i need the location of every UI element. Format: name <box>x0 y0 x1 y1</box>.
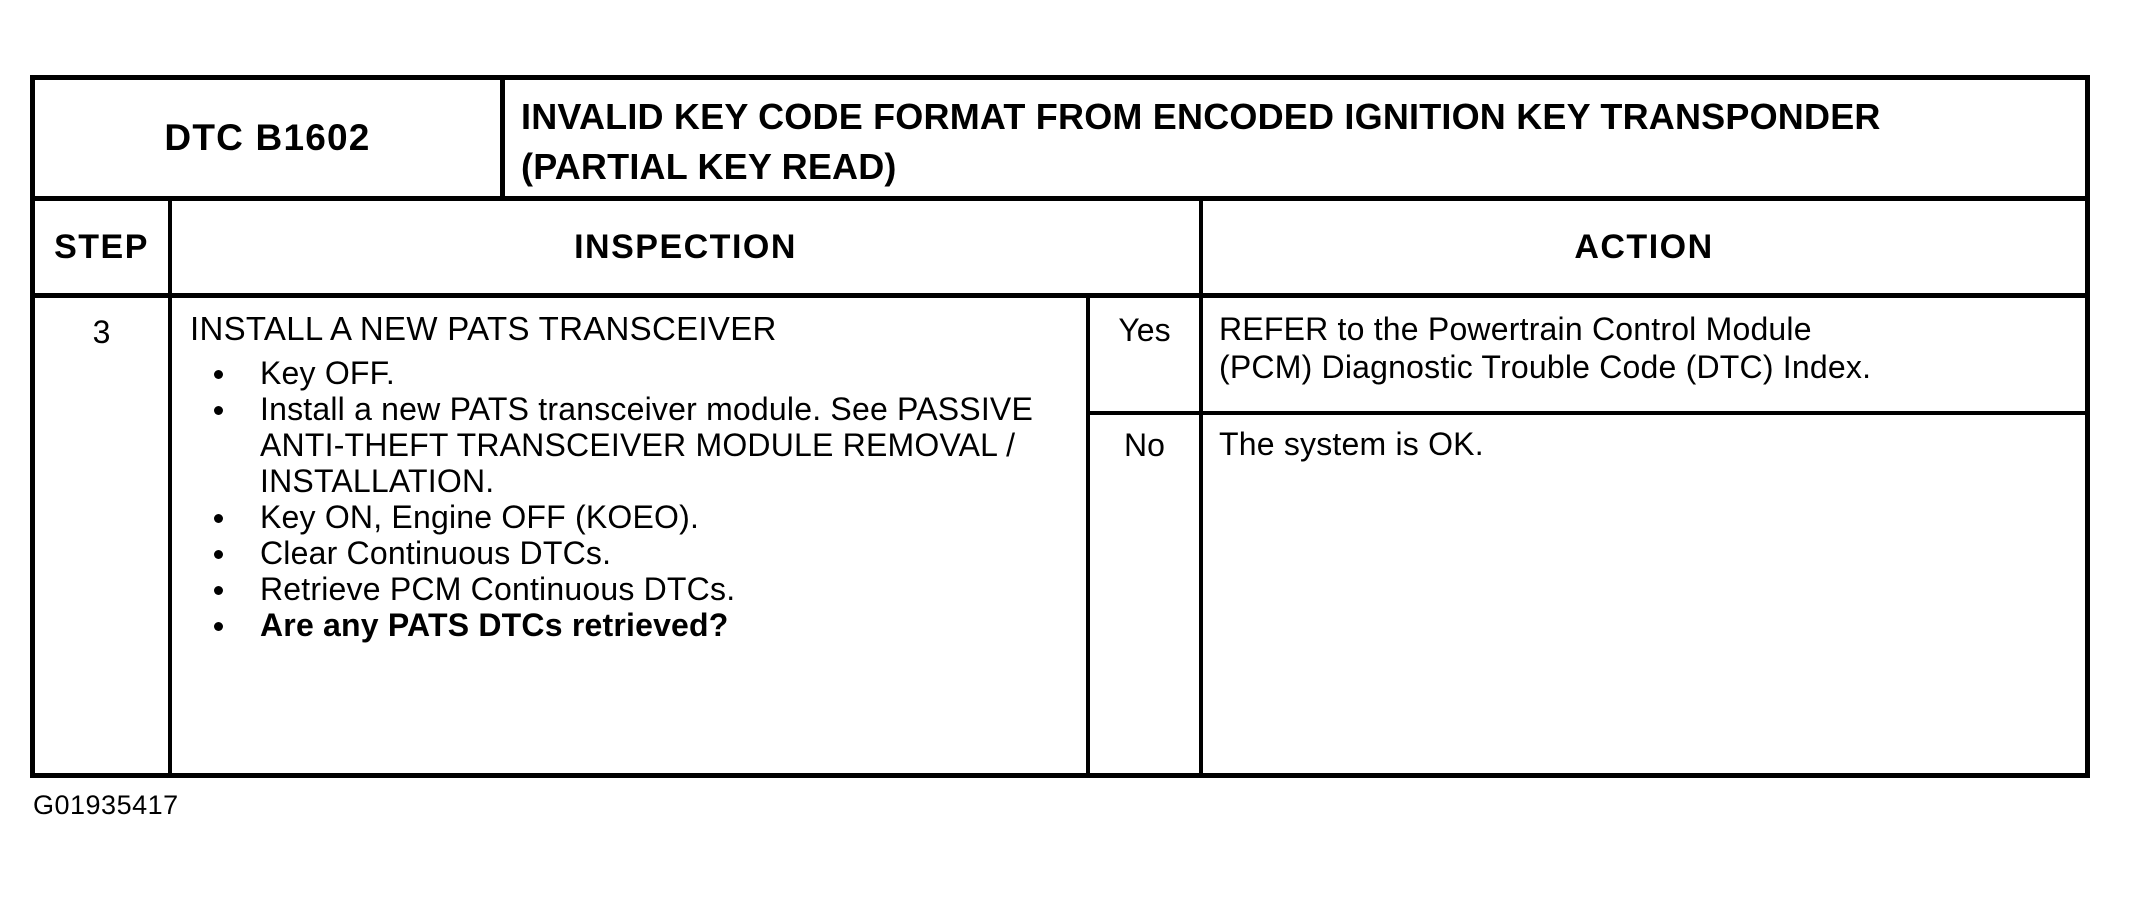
bullet-icon <box>214 406 223 415</box>
column-header-inspection-label: INSPECTION <box>574 227 797 266</box>
table-title-row: DTC B1602 INVALID KEY CODE FORMAT FROM E… <box>35 80 2085 196</box>
dtc-procedure-table: DTC B1602 INVALID KEY CODE FORMAT FROM E… <box>30 75 2090 778</box>
inspection-cell: INSTALL A NEW PATS TRANSCEIVER Key OFF. … <box>172 298 1090 773</box>
bullet-icon <box>214 370 223 379</box>
column-header-action-label: ACTION <box>1574 227 1714 266</box>
column-header-step: STEP <box>35 201 172 293</box>
list-item-question: Are any PATS DTCs retrieved? <box>190 607 1076 643</box>
bullet-icon <box>214 622 223 631</box>
column-header-step-label: STEP <box>54 227 149 266</box>
inspection-heading: INSTALL A NEW PATS TRANSCEIVER <box>190 310 777 347</box>
bullet-icon <box>214 514 223 523</box>
list-item: Clear Continuous DTCs. <box>190 535 1076 571</box>
action-yes-line-1: REFER to the Powertrain Control Module <box>1219 311 1812 347</box>
action-cell-yes: REFER to the Powertrain Control Module (… <box>1203 298 2085 415</box>
action-cell-no: The system is OK. <box>1203 415 2085 773</box>
action-yes-line-2: (PCM) Diagnostic Trouble Code (DTC) Inde… <box>1219 349 1872 385</box>
answer-cell-no: No <box>1090 415 1199 773</box>
list-item-text: Are any PATS DTCs retrieved? <box>260 607 729 643</box>
bullet-icon <box>214 586 223 595</box>
dtc-description-cell: INVALID KEY CODE FORMAT FROM ENCODED IGN… <box>505 80 2085 196</box>
list-item-text: Clear Continuous DTCs. <box>260 535 612 571</box>
list-item-text: Install a new PATS transceiver module. S… <box>260 391 1034 499</box>
answer-cell-yes: Yes <box>1090 298 1199 415</box>
list-item-text: Retrieve PCM Continuous DTCs. <box>260 571 736 607</box>
answer-column: Yes No <box>1090 298 1203 773</box>
list-item: Key ON, Engine OFF (KOEO). <box>190 499 1076 535</box>
step-number: 3 <box>92 314 111 350</box>
table-header-row: STEP INSPECTION ACTION <box>35 196 2085 293</box>
list-item: Key OFF. <box>190 355 1076 391</box>
bullet-icon <box>214 550 223 559</box>
list-item: Install a new PATS transceiver module. S… <box>190 391 1076 499</box>
list-item: Retrieve PCM Continuous DTCs. <box>190 571 1076 607</box>
figure-caption: G01935417 <box>33 790 179 820</box>
column-header-action: ACTION <box>1203 201 2085 293</box>
dtc-code-label: DTC B1602 <box>164 117 371 158</box>
list-item-text: Key OFF. <box>260 355 395 391</box>
dtc-description-line-2: (PARTIAL KEY READ) <box>521 146 897 187</box>
dtc-description-line-1: INVALID KEY CODE FORMAT FROM ENCODED IGN… <box>521 96 1881 137</box>
list-item-text: Key ON, Engine OFF (KOEO). <box>260 499 700 535</box>
inspection-bullet-list: Key OFF. Install a new PATS transceiver … <box>190 355 1076 643</box>
answer-label-yes: Yes <box>1118 312 1171 348</box>
answer-label-no: No <box>1124 427 1165 463</box>
dtc-code-cell: DTC B1602 <box>35 80 505 196</box>
step-number-cell: 3 <box>35 298 172 773</box>
table-row: 3 INSTALL A NEW PATS TRANSCEIVER Key OFF… <box>35 293 2085 773</box>
column-header-inspection: INSPECTION <box>172 201 1203 293</box>
action-column: REFER to the Powertrain Control Module (… <box>1203 298 2085 773</box>
action-no-line-1: The system is OK. <box>1219 426 1484 462</box>
